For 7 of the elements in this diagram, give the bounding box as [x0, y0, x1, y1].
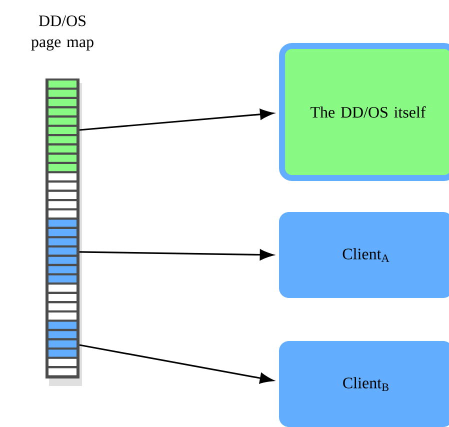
process-box: The DD/OS itself [279, 43, 449, 181]
arrow [79, 108, 274, 131]
process-box: Client$_{A}$ [279, 212, 449, 298]
arrow [80, 249, 274, 260]
arrow [79, 344, 274, 384]
heading: DD/OS page map [31, 15, 94, 50]
process-box: Client$_{B}$ [279, 340, 449, 427]
